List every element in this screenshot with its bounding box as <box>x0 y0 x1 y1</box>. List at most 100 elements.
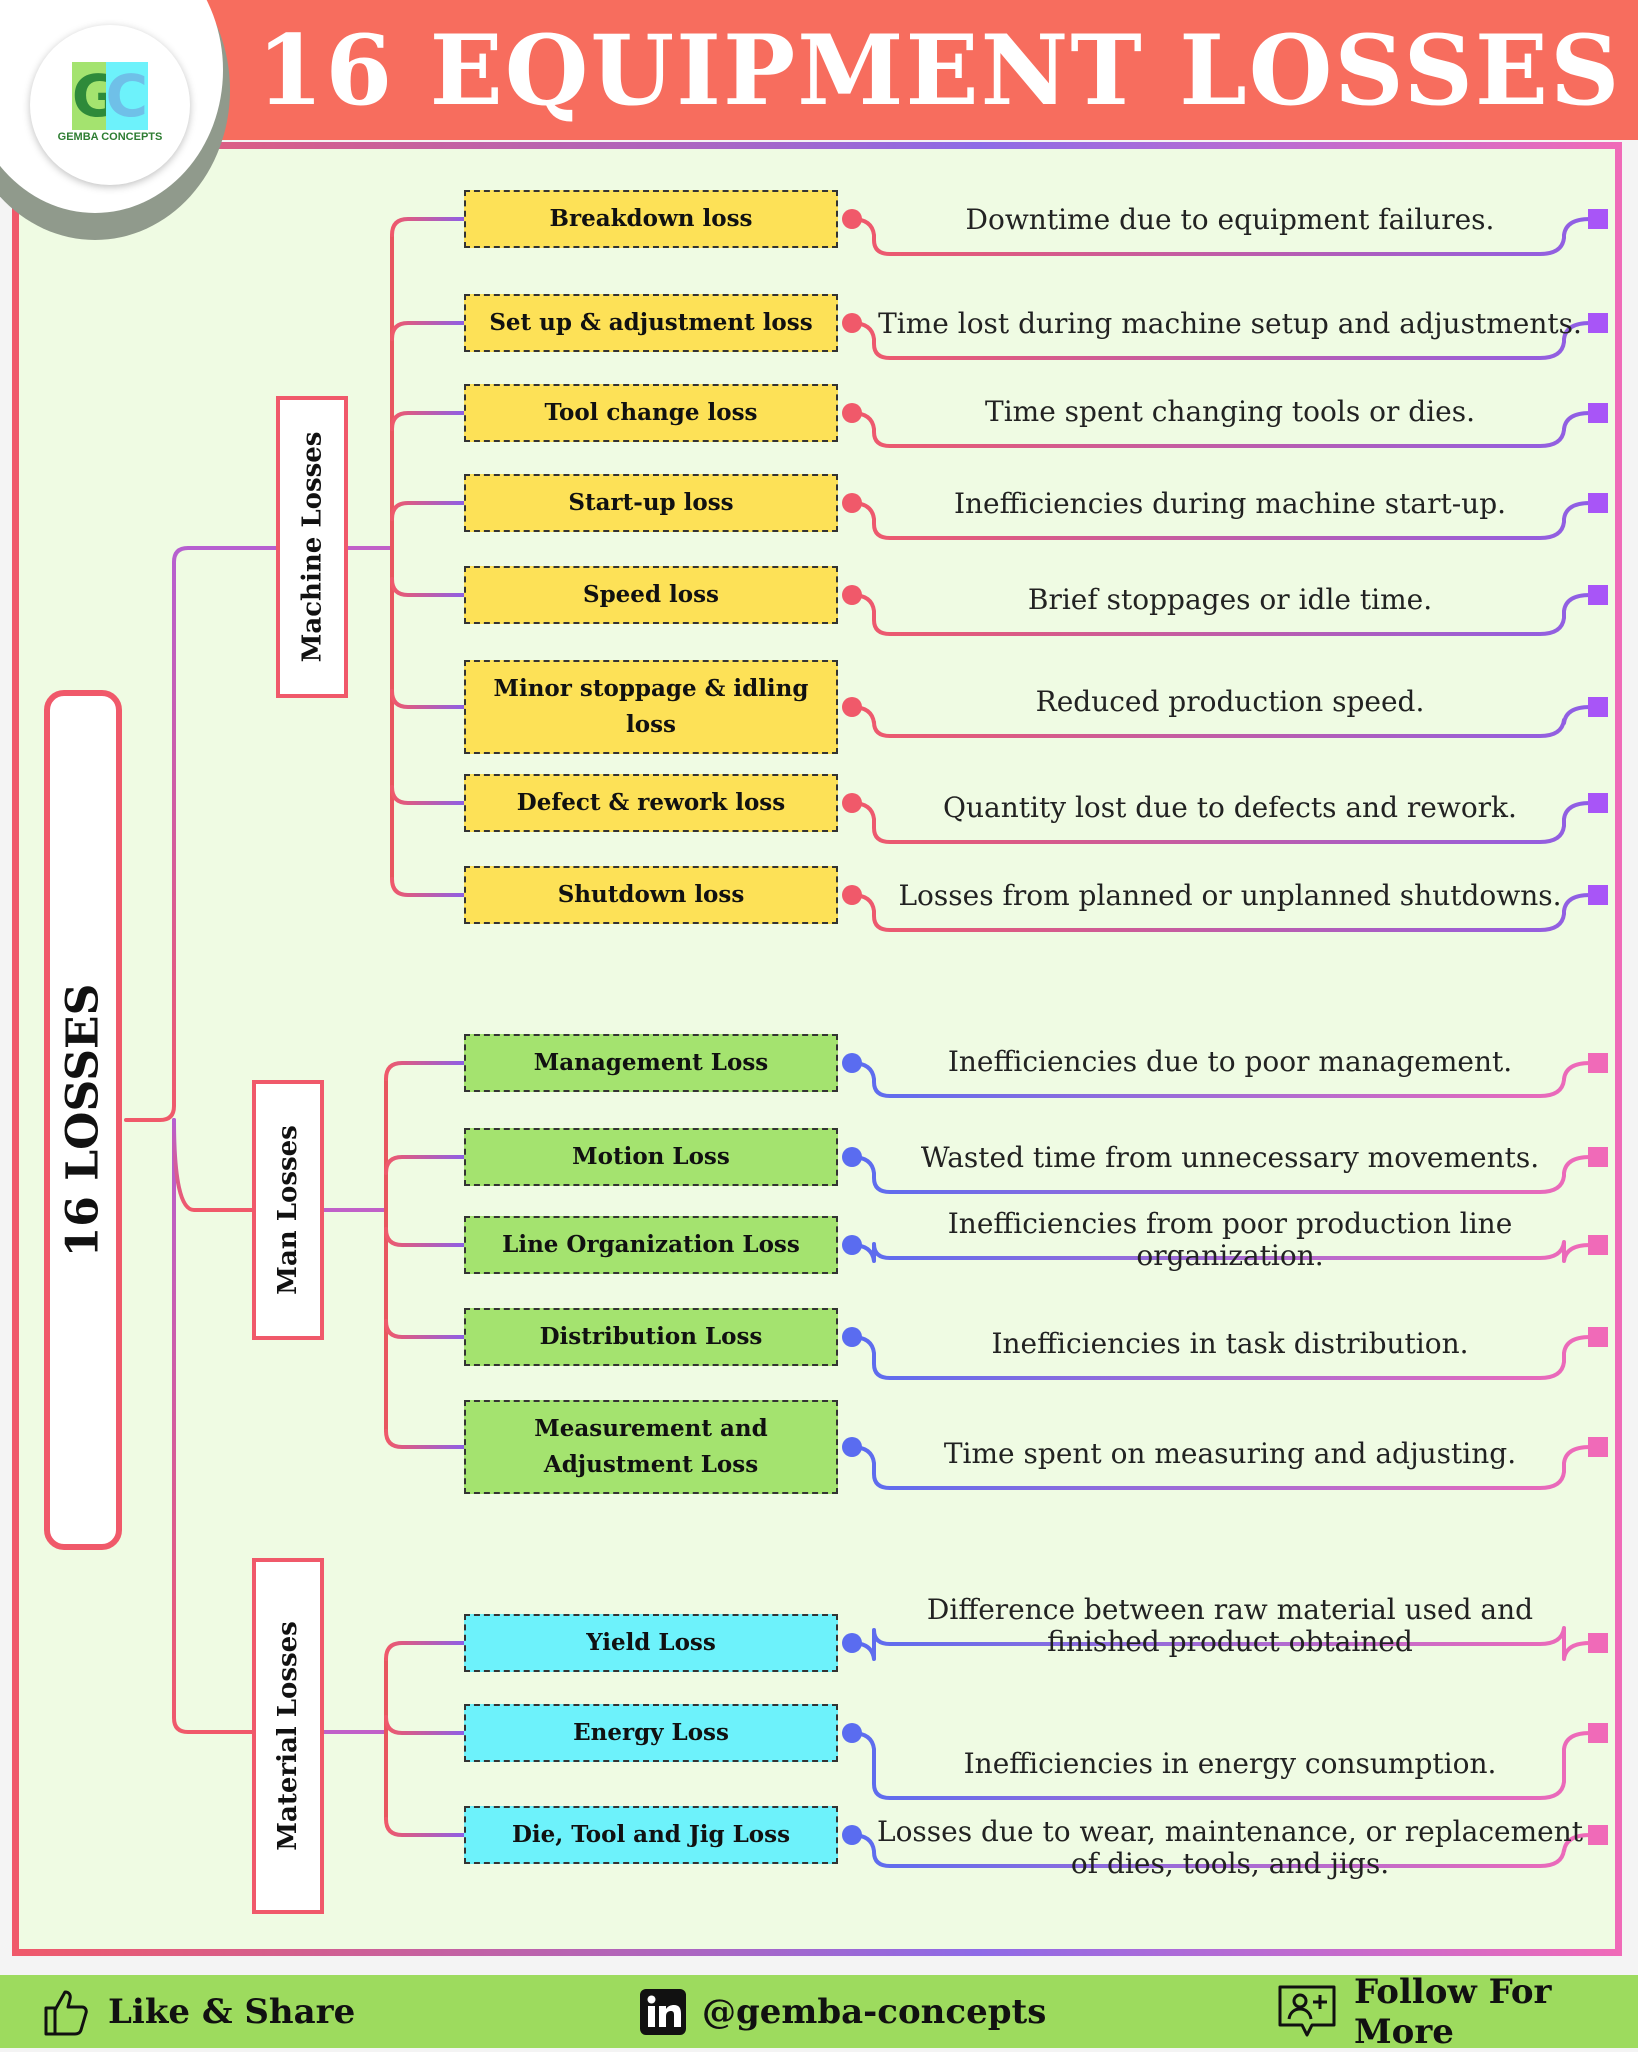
description-connector <box>850 501 1592 540</box>
connector-dot <box>842 209 862 229</box>
item-branch <box>390 689 466 709</box>
connector-square <box>1588 1825 1608 1845</box>
root-node: 16 LOSSES <box>44 690 122 1550</box>
item-branch <box>390 217 466 237</box>
page-title: 16 EQUIPMENT LOSSES <box>256 13 1622 127</box>
item-branch <box>390 877 466 897</box>
connector-dot <box>842 585 862 605</box>
loss-item: Defect & rework loss <box>464 774 838 832</box>
loss-description: Inefficiencies in task distribution. <box>991 1327 1469 1360</box>
description-connector <box>850 1731 1592 1800</box>
connector-dot <box>842 1327 862 1347</box>
description-connector <box>850 1240 1592 1263</box>
loss-description: Losses due to wear, maintenance, or repl… <box>876 1815 1583 1880</box>
connector-square <box>1588 697 1608 717</box>
loss-item: Motion Loss <box>464 1128 838 1186</box>
linkedin-icon <box>640 1988 686 2035</box>
connector-square <box>1588 209 1608 229</box>
category-box: Man Losses <box>252 1080 324 1340</box>
connector-square <box>1588 1147 1608 1167</box>
loss-description: Inefficiencies from poor production line… <box>947 1207 1513 1272</box>
item-branch <box>384 1155 466 1175</box>
connector-dot <box>842 793 862 813</box>
description-connector <box>850 1155 1592 1194</box>
connector-dot <box>842 1825 862 1845</box>
item-branch <box>390 785 466 805</box>
item-branch <box>390 577 466 597</box>
connector-square <box>1588 403 1608 423</box>
description-connector <box>850 1061 1592 1098</box>
loss-item: Management Loss <box>464 1034 838 1092</box>
follow-more[interactable]: Follow For More <box>1276 1972 1638 2052</box>
description-connector <box>850 1335 1592 1380</box>
loss-description: Losses from planned or unplanned shutdow… <box>898 879 1562 912</box>
loss-description: Wasted time from unnecessary movements. <box>920 1141 1540 1174</box>
category-label: Man Losses <box>273 1125 304 1295</box>
loss-item: Minor stoppage & idling loss <box>464 660 838 754</box>
connector-dot <box>842 1437 862 1457</box>
description-connector <box>850 411 1592 448</box>
logo: GC GEMBA CONCEPTS <box>0 0 220 210</box>
description-connector <box>850 593 1592 636</box>
logo-text: GEMBA CONCEPTS <box>57 131 163 143</box>
description-connector <box>850 1833 1592 1868</box>
loss-description: Difference between raw material used and… <box>926 1593 1534 1658</box>
description-connector <box>850 705 1592 738</box>
item-branch <box>384 1061 466 1081</box>
connector-dot <box>842 1053 862 1073</box>
description-connector <box>850 893 1592 932</box>
item-branch <box>384 1429 466 1449</box>
category-box: Machine Losses <box>276 396 348 698</box>
item-branch <box>384 1817 466 1837</box>
loss-description: Brief stoppages or idle time. <box>1027 583 1433 616</box>
connector-square <box>1588 585 1608 605</box>
connector-square <box>1588 793 1608 813</box>
connector-square <box>1588 313 1608 333</box>
description-connector <box>850 217 1592 256</box>
item-branch <box>390 501 466 521</box>
connector-square <box>1588 493 1608 513</box>
loss-item: Speed loss <box>464 566 838 624</box>
title-banner <box>0 0 1638 140</box>
loss-description: Time lost during machine setup and adjus… <box>878 307 1582 340</box>
footer-bar: Like & Share @gemba-concepts Follow For … <box>0 1972 1638 2052</box>
loss-item: Line Organization Loss <box>464 1216 838 1274</box>
loss-description: Quantity lost due to defects and rework. <box>943 791 1517 824</box>
add-user-icon <box>1276 1981 1338 2043</box>
description-connector <box>850 1445 1592 1490</box>
loss-item: Set up & adjustment loss <box>464 294 838 352</box>
connector-square <box>1588 1235 1608 1255</box>
loss-item: Shutdown loss <box>464 866 838 924</box>
trunk-machine <box>124 546 278 1122</box>
category-label: Material Losses <box>273 1621 304 1851</box>
loss-description: Inefficiencies during machine start-up. <box>953 487 1507 520</box>
description-connector <box>850 801 1592 844</box>
loss-item: Yield Loss <box>464 1614 838 1672</box>
trunk-material <box>172 1118 254 1734</box>
connector-dot <box>842 403 862 423</box>
loss-description: Downtime due to equipment failures. <box>965 203 1495 236</box>
loss-description: Reduced production speed. <box>1035 685 1425 718</box>
connector-dot <box>842 493 862 513</box>
connector-dot <box>842 885 862 905</box>
item-branch <box>384 1715 466 1735</box>
description-connector <box>850 321 1592 360</box>
loss-description: Inefficiencies due to poor management. <box>947 1045 1513 1078</box>
connector-dot <box>842 313 862 333</box>
like-share[interactable]: Like & Share <box>40 1975 355 2048</box>
connector-square <box>1588 1437 1608 1457</box>
item-branch <box>390 321 466 341</box>
connector-dot <box>842 697 862 717</box>
item-branch <box>384 1319 466 1339</box>
loss-description: Time spent on measuring and adjusting. <box>943 1437 1517 1470</box>
loss-item: Tool change loss <box>464 384 838 442</box>
loss-item: Die, Tool and Jig Loss <box>464 1806 838 1864</box>
loss-item: Breakdown loss <box>464 190 838 248</box>
linkedin-handle[interactable]: @gemba-concepts <box>640 1975 1046 2048</box>
connector-dot <box>842 1723 862 1743</box>
connector-dot <box>842 1147 862 1167</box>
item-branch <box>390 411 466 431</box>
connector-dot <box>842 1235 862 1255</box>
loss-item: Start-up loss <box>464 474 838 532</box>
